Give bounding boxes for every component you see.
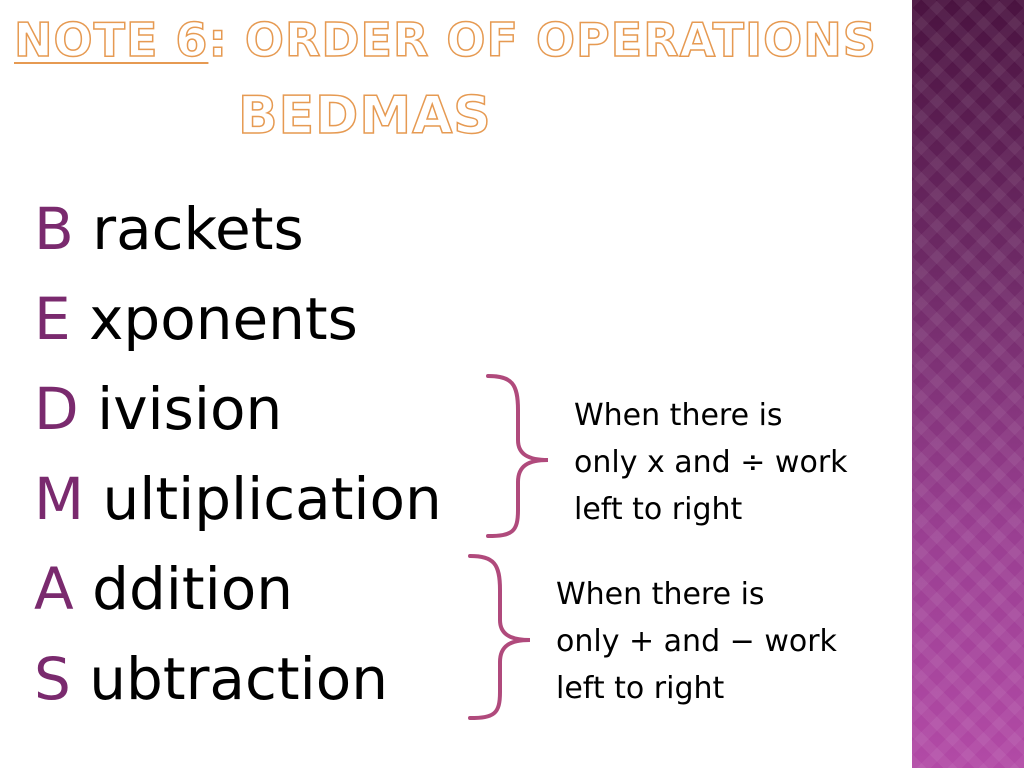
list-item-division: D ivision [34,364,442,454]
title-topic: : ORDER OF OPERATIONS [208,12,877,68]
list-item-exponents: E xponents [34,274,442,364]
list-item-subtraction: S ubtraction [34,634,442,724]
decorative-side-band [912,0,1024,768]
acronym-word-rest: ivision [78,375,283,443]
acronym-word-rest: ddition [73,555,293,623]
acronym-letter: D [34,375,79,443]
note-line: only + and − work [556,624,837,659]
list-item-brackets: B rackets [34,184,442,274]
slide-title: NOTE 6: ORDER OF OPERATIONS [13,12,877,68]
note-line: When there is [556,577,765,612]
bedmas-list: B rackets E xponents D ivision M ultipli… [34,184,442,724]
acronym-letter: M [34,465,85,533]
brace-path [468,554,531,720]
slide-subtitle: BEDMAS [237,85,492,147]
curly-brace-division-multiplication [486,374,549,538]
note-line: only x and ÷ work [574,445,848,480]
brace-path [486,374,549,538]
list-item-multiplication: M ultiplication [34,454,442,544]
acronym-letter: E [34,285,71,353]
title-note-number: NOTE 6 [13,12,209,68]
acronym-word-rest: ultiplication [84,465,442,533]
acronym-word-rest: ubtraction [70,645,388,713]
acronym-letter: S [34,645,71,713]
note-division-multiplication: When there is only x and ÷ work left to … [574,392,848,533]
acronym-letter: B [34,195,74,263]
acronym-letter: A [34,555,74,623]
note-line: left to right [574,492,743,527]
note-line: When there is [574,398,783,433]
list-item-addition: A ddition [34,544,442,634]
acronym-word-rest: rackets [73,195,304,263]
note-addition-subtraction: When there is only + and − work left to … [556,571,837,712]
curly-brace-addition-subtraction [468,554,531,720]
note-line: left to right [556,671,725,706]
acronym-word-rest: xponents [70,285,358,353]
